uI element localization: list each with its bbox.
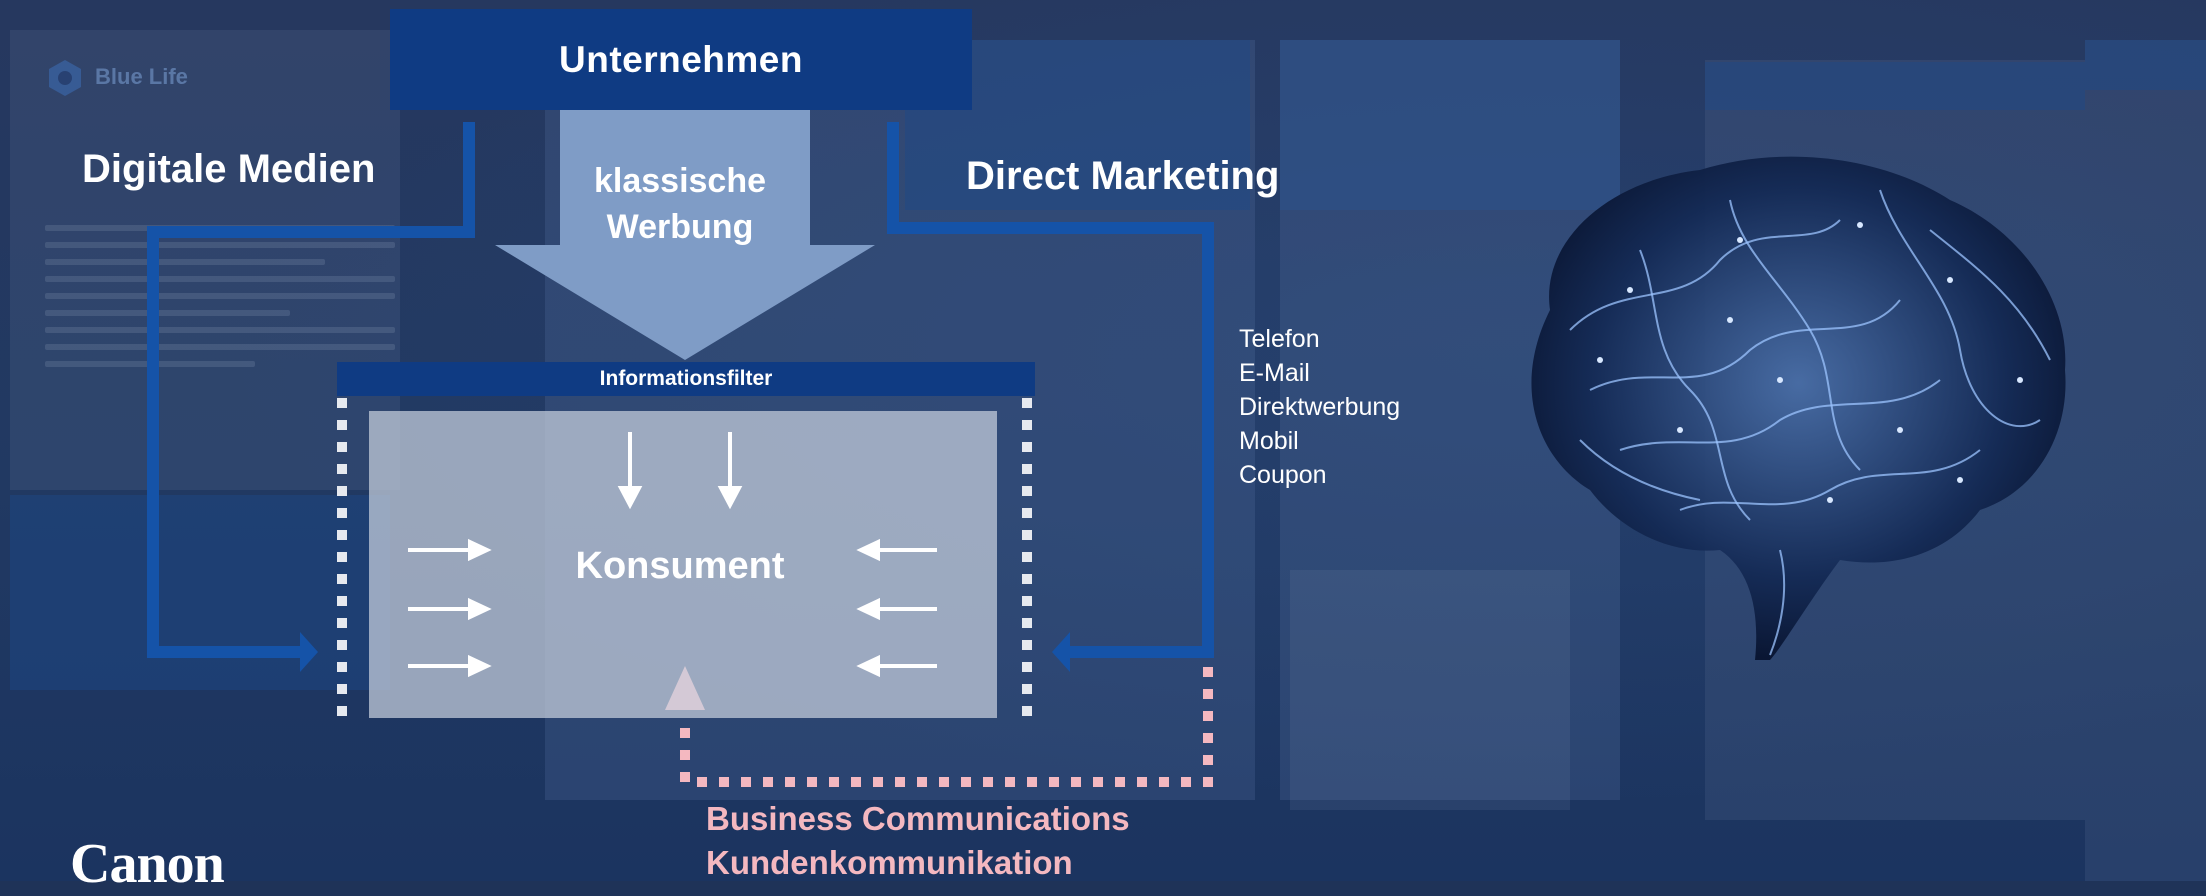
digitale-medien-connector	[147, 122, 475, 658]
channel-item: Coupon	[1239, 461, 1327, 489]
channel-item: Telefon	[1239, 325, 1320, 353]
channel-item: Mobil	[1239, 427, 1299, 455]
unternehmen-box: Unternehmen	[390, 9, 972, 110]
channel-item: E-Mail	[1239, 359, 1310, 387]
direct-marketing-label: Direct Marketing	[966, 154, 1280, 198]
klassische-werbung-arrow	[495, 110, 875, 360]
digitale-medien-label: Digitale Medien	[82, 147, 376, 191]
unternehmen-label: Unternehmen	[559, 38, 803, 80]
klassische-werbung-label: klassische Werbung	[593, 162, 767, 246]
channel-item: Direktwerbung	[1239, 393, 1401, 421]
business-communications-connector	[680, 667, 1213, 787]
konsument-label: Konsument	[575, 545, 785, 587]
business-communications-label: Business Communications Kundenkommunikat…	[706, 800, 1130, 881]
direct-marketing-connector	[887, 122, 1214, 658]
informationsfilter-bar: Informationsfilter	[337, 362, 1035, 396]
brain-image	[1531, 156, 2066, 660]
direct-marketing-list: Telefon E-Mail Direktwerbung Mobil Coupo…	[1239, 322, 1400, 492]
canon-logo: Canon	[70, 833, 225, 895]
blue-life-logo-icon: Blue Life	[45, 58, 188, 98]
